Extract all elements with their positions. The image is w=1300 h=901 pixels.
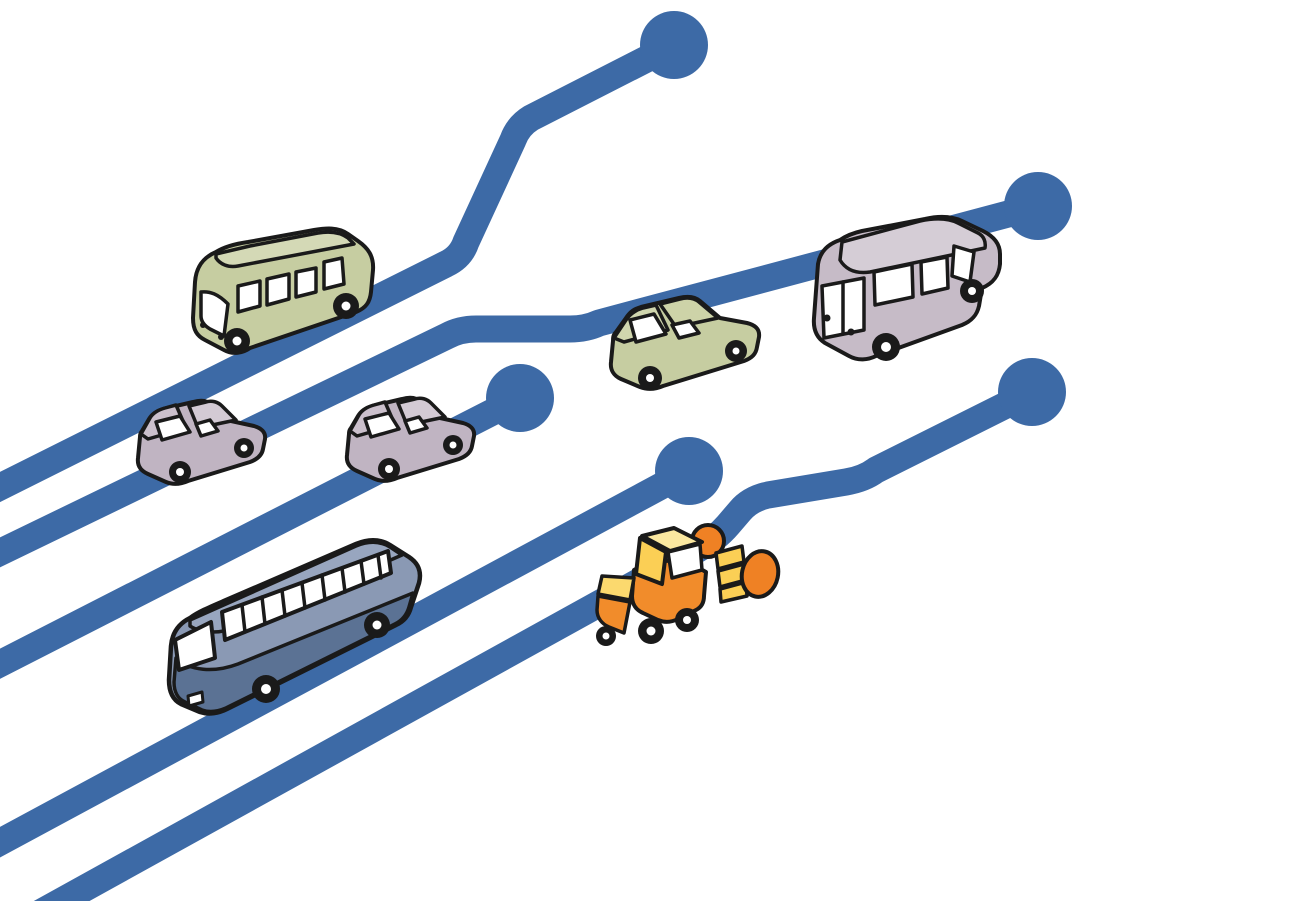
lavender-car-1 <box>135 398 268 486</box>
sage-sedan-wheel-hub <box>646 374 654 382</box>
route-1 <box>0 11 708 503</box>
lavender-car-1-wheel-hub <box>240 444 248 452</box>
lavender-car-1-side-window <box>194 418 220 438</box>
lavender-car-2-windshield <box>363 411 401 439</box>
lavender-car-1-wheel-hub <box>176 468 184 476</box>
green-minibus-windshield <box>199 290 230 338</box>
vehicles <box>135 214 1002 716</box>
lavender-van-side-window-1 <box>872 262 915 307</box>
city-bus-window-pillar <box>260 595 267 626</box>
city-bus-window-pillar <box>376 553 383 580</box>
city-bus-wheel-hub <box>372 620 382 630</box>
sage-sedan-side-window <box>670 319 701 340</box>
route-1-path <box>0 31 688 503</box>
green-minibus-wheel-hub <box>232 336 242 346</box>
orange-mixer-truck-hood-lower <box>595 594 632 635</box>
orange-mixer-truck-hood-upper <box>596 574 636 602</box>
route-2 <box>0 172 1072 568</box>
lavender-van-headlight <box>847 328 855 336</box>
green-minibus-headlight <box>200 322 206 328</box>
route-endpoint-5 <box>655 437 723 505</box>
orange-mixer-truck <box>595 523 781 646</box>
orange-mixer-truck-windshield <box>666 542 704 580</box>
route-2-path <box>0 192 1052 568</box>
lavender-car-2-side-window <box>403 415 429 435</box>
green-minibus-roof <box>214 230 356 269</box>
city-bus-wheel-hub <box>261 684 271 694</box>
lavender-car-2-wheel-hub <box>449 441 457 449</box>
city-bus-side-panel <box>172 591 415 714</box>
route-endpoint-4 <box>998 358 1066 426</box>
route-endpoint-2 <box>1004 172 1072 240</box>
orange-mixer-truck-wheel-hub <box>602 632 610 640</box>
orange-mixer-truck-wheel-hub <box>646 626 656 636</box>
sage-sedan-roof <box>658 296 720 329</box>
city-bus-window-pillar <box>340 566 347 594</box>
orange-mixer-truck-wheel-hub <box>683 616 691 624</box>
green-minibus-door-window <box>322 256 346 291</box>
sage-sedan-wheel-hub <box>732 347 740 355</box>
green-minibus-side-window-3 <box>294 266 318 299</box>
lavender-car-1-windshield <box>154 414 192 442</box>
lavender-van-roof <box>838 217 987 275</box>
route-5 <box>0 437 723 858</box>
route-endpoint-3 <box>486 364 554 432</box>
lavender-car-2 <box>344 395 477 483</box>
green-minibus-headlight <box>218 334 224 340</box>
green-minibus-side-window-1 <box>236 279 262 314</box>
city-bus-license-plate <box>186 690 205 708</box>
lavender-van-door-window <box>950 244 976 284</box>
orange-mixer-truck-mixer-drum <box>739 549 781 599</box>
route-endpoint-1 <box>640 11 708 79</box>
city-bus-window-pillar <box>240 603 247 634</box>
city-bus-window-pillar <box>359 559 366 586</box>
city-bus-window-pillar <box>280 588 287 618</box>
orange-mixer-truck-cab-front <box>634 536 668 586</box>
city-bus-window-pillar <box>300 581 307 610</box>
green-minibus-wheel-hub <box>341 301 351 311</box>
route-5-path <box>0 457 703 858</box>
green-minibus-side-window-2 <box>265 272 291 307</box>
city-bus-windshield <box>173 620 217 672</box>
lavender-van-side-window-2 <box>919 255 950 296</box>
lavender-van <box>811 214 1002 362</box>
green-minibus <box>191 226 376 355</box>
lavender-van-wheel-hub <box>881 342 891 352</box>
lavender-car-2-wheel-hub <box>385 465 393 473</box>
sage-sedan <box>608 294 762 391</box>
lavender-van-wheel-hub <box>968 287 976 295</box>
city-bus <box>166 538 423 716</box>
orange-mixer-truck-chute-slat <box>718 580 749 604</box>
city-bus-window-pillar <box>320 573 327 602</box>
lavender-van-headlight <box>823 314 831 322</box>
sage-sedan-windshield <box>628 312 668 344</box>
orange-mixer-truck-cab-roof <box>640 526 704 553</box>
